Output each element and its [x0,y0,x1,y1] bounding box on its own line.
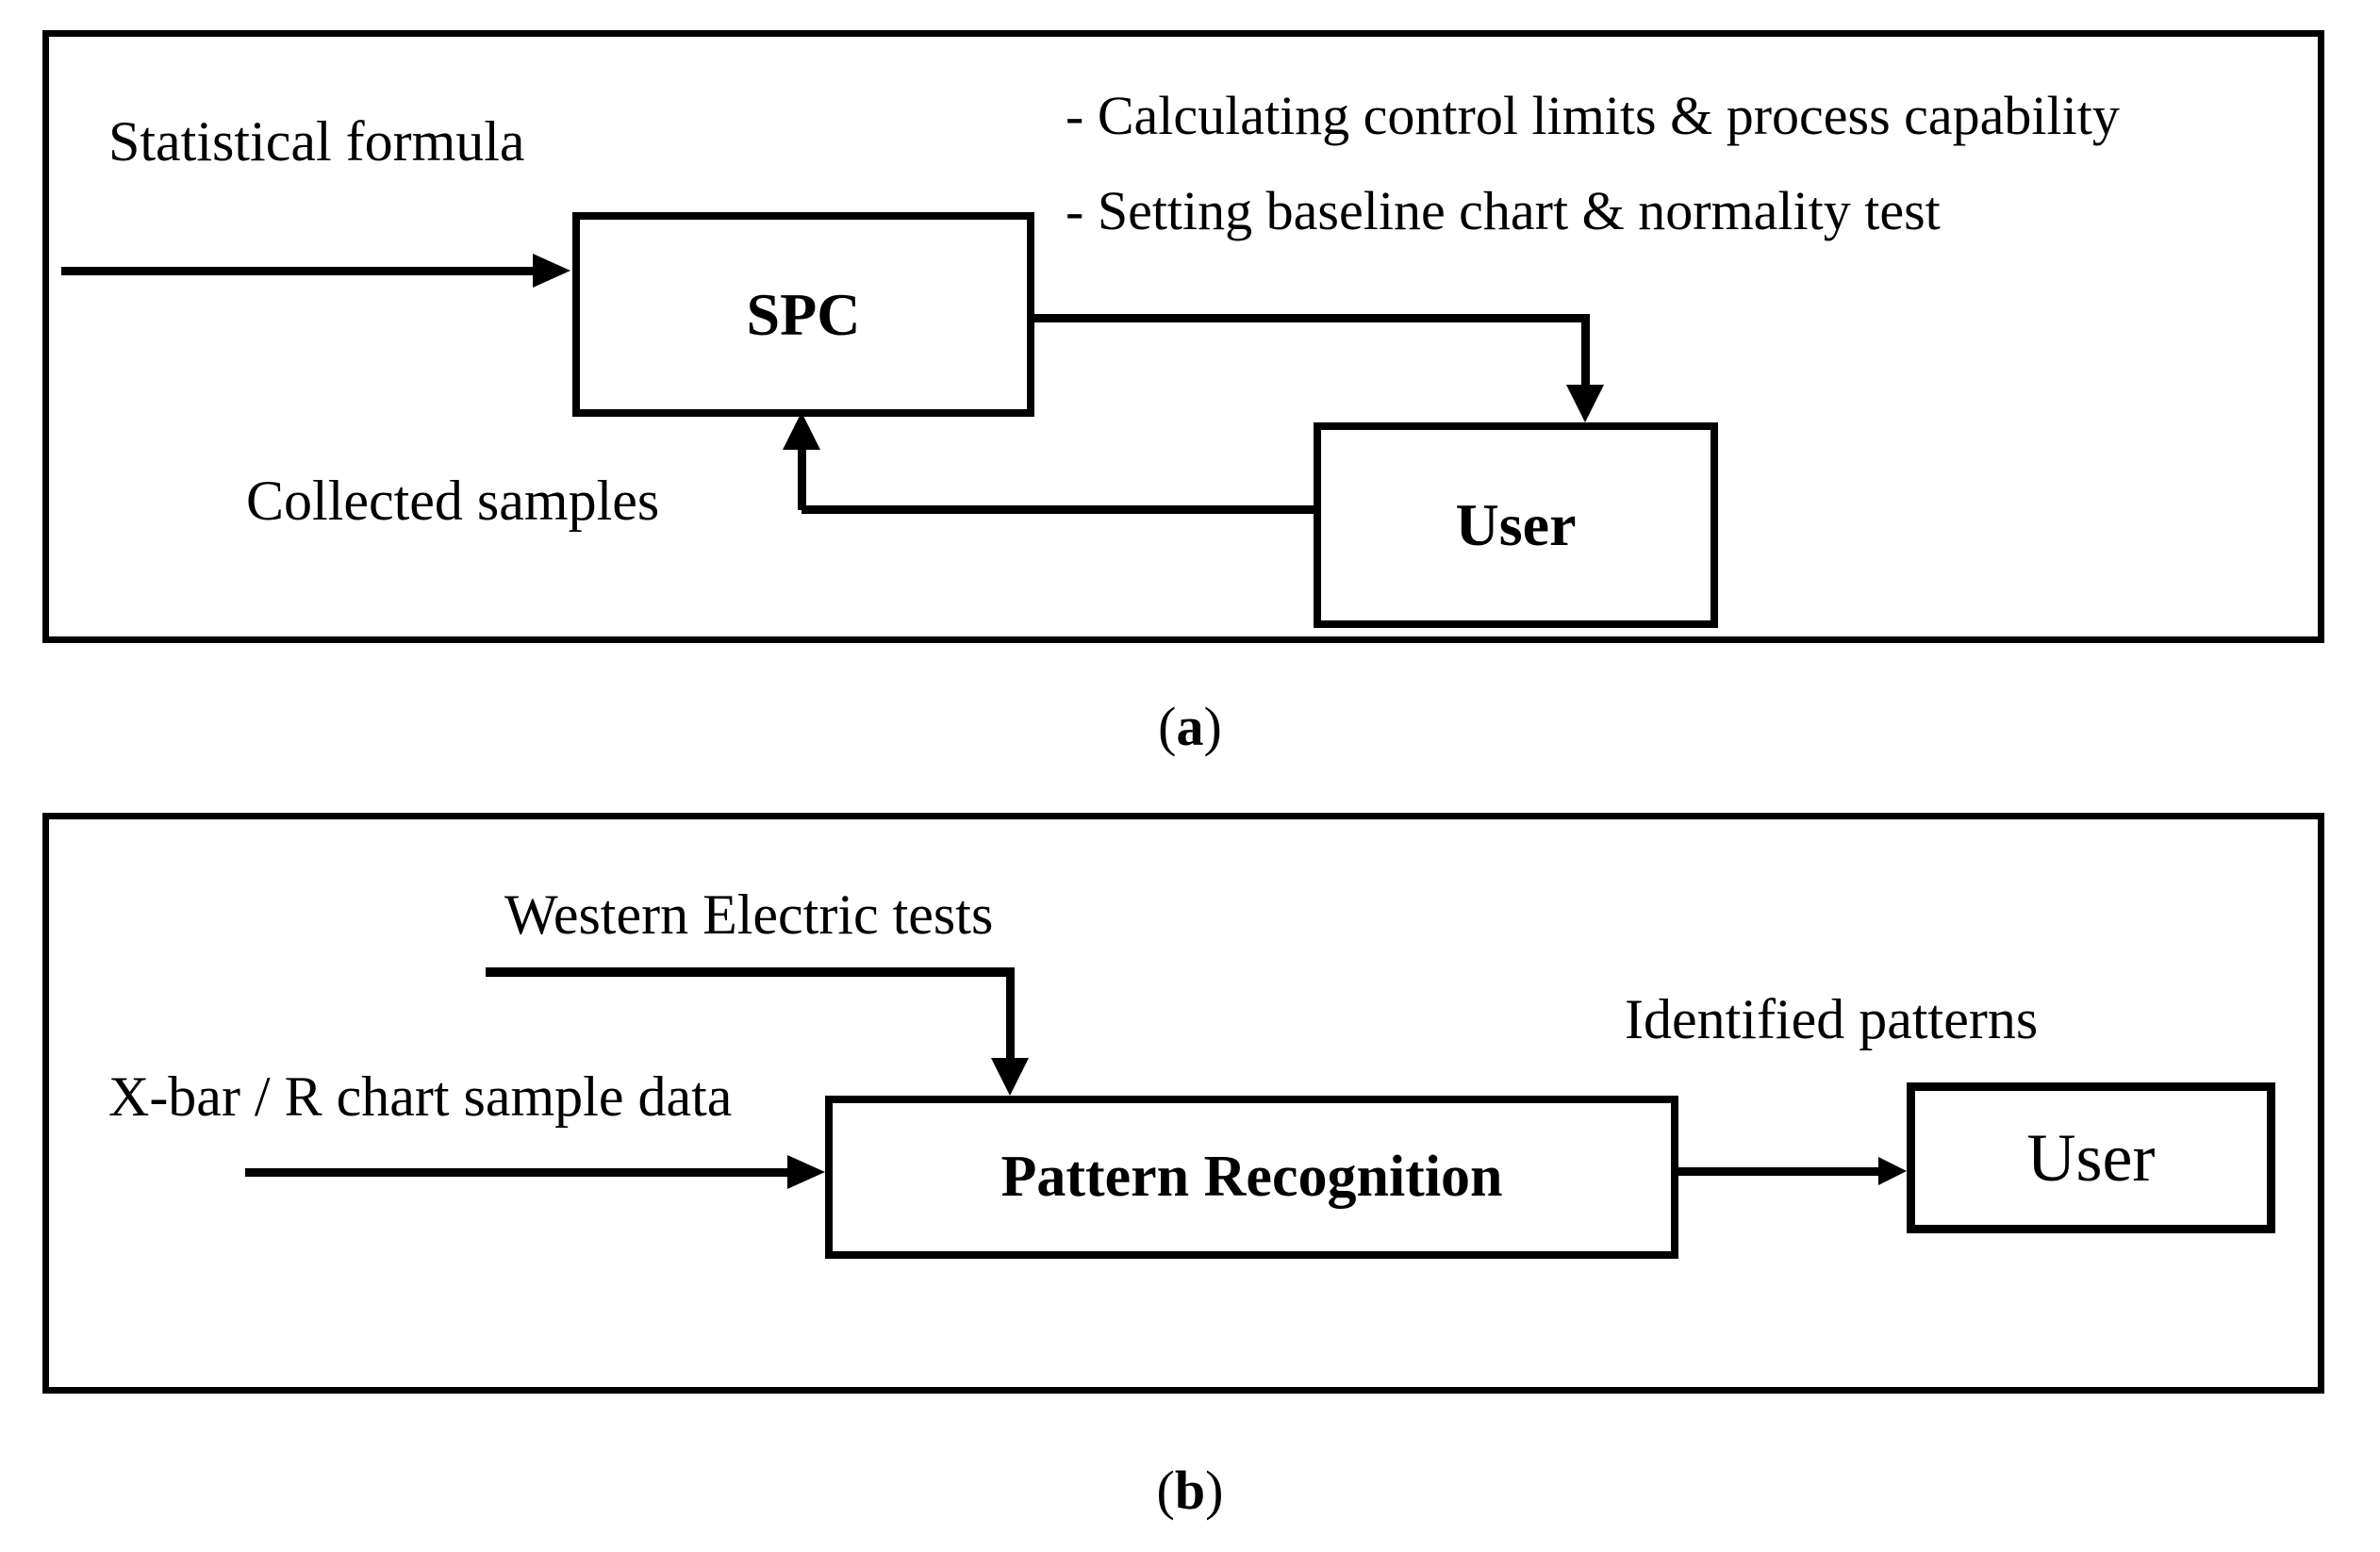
caption-a-letter: a [1176,696,1204,757]
caption-a: (a) [0,700,2380,754]
arrowhead-right-icon [787,1155,825,1189]
caption-b-letter: b [1174,1460,1206,1521]
panel-b-frame: Western Electric tests X-bar / R chart s… [42,813,2324,1394]
connector-user-to-spc-horizontal [802,505,1314,514]
user-box-a-label: User [1455,491,1577,558]
arrowhead-right-icon [533,254,570,288]
arrow-shaft-statistical-to-spc [61,267,533,275]
arrow-shaft-pr-to-user [1678,1167,1878,1176]
caption-a-close-paren: ) [1203,696,1222,757]
arrowhead-right-icon [1878,1157,1907,1185]
user-box-b-label: User [2026,1119,2156,1196]
arrowhead-down-icon [1566,385,1604,422]
caption-b: (b) [0,1463,2380,1518]
western-electric-tests-label: Western Electric tests [504,883,994,946]
collected-samples-label: Collected samples [246,470,660,532]
spc-box: SPC [572,212,1034,417]
note-calculating-control-limits: - Calculating control limits & process c… [1066,85,2120,146]
user-box-b: User [1907,1082,2275,1233]
pattern-recognition-box: Pattern Recognition [825,1096,1678,1259]
arrowhead-down-icon [991,1058,1029,1096]
arrowhead-up-icon [783,412,820,450]
identified-patterns-label: Identified patterns [1625,988,2039,1050]
note-setting-baseline-chart: - Setting baseline chart & normality tes… [1066,180,1941,241]
caption-a-open-paren: ( [1158,696,1177,757]
connector-spc-to-user-horizontal [1034,314,1589,322]
caption-b-open-paren: ( [1156,1460,1175,1521]
panel-a-frame: Statistical formula - Calculating contro… [42,30,2324,643]
user-box-a: User [1314,422,1718,628]
connector-western-electric-vertical [1006,967,1015,1058]
connector-user-to-spc-vertical [798,450,806,510]
spc-box-label: SPC [746,280,861,348]
xbar-r-chart-sample-data-label: X-bar / R chart sample data [108,1065,733,1128]
connector-western-electric-horizontal [486,967,1014,977]
statistical-formula-label: Statistical formula [108,110,525,173]
connector-spc-to-user-vertical [1581,314,1590,386]
arrow-shaft-sample-data-to-pr [245,1168,787,1177]
pattern-recognition-box-label: Pattern Recognition [1000,1145,1503,1209]
caption-b-close-paren: ) [1205,1460,1224,1521]
